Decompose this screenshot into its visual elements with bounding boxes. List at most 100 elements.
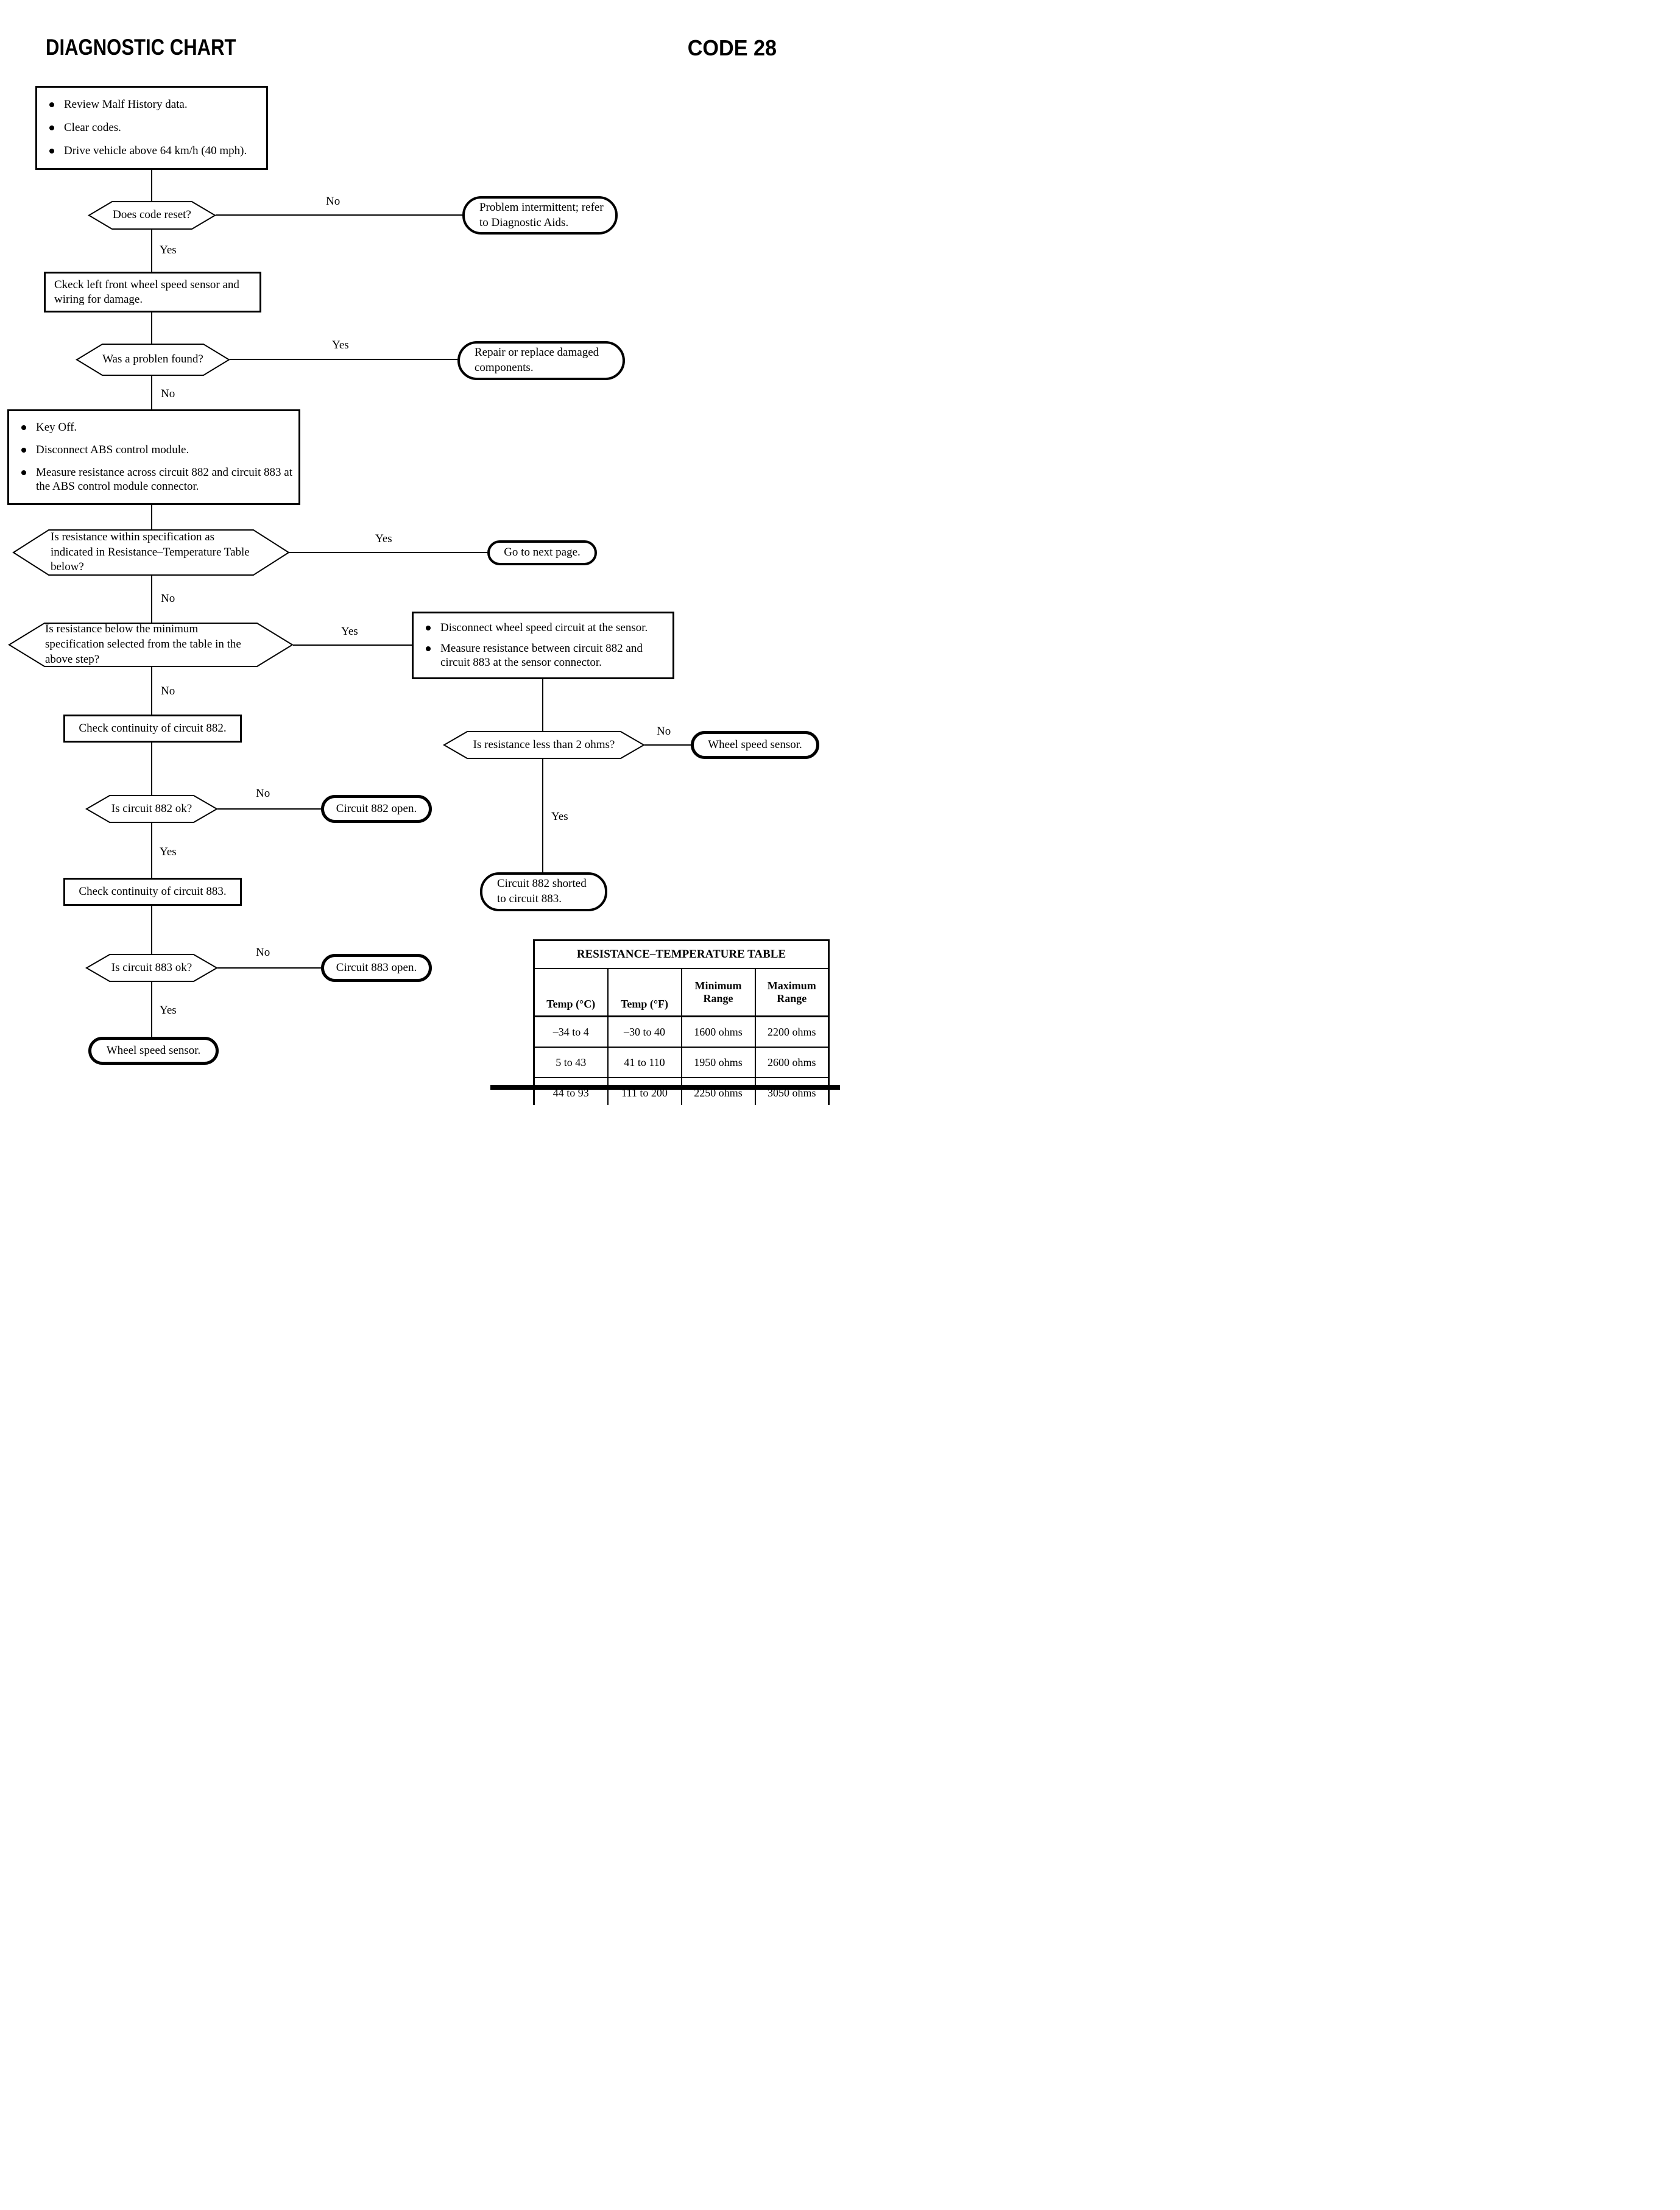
bullet-icon [21, 470, 26, 475]
sensor-step-1: Disconnect wheel speed circuit at the se… [422, 621, 668, 635]
edge-label-883ok-no: No [256, 946, 270, 959]
node-action-continuity-882: Check continuity of circuit 882. [63, 715, 242, 743]
edge-label-below-yes: Yes [341, 625, 358, 638]
node-terminal-go-next-page: Go to next page. [487, 540, 597, 565]
cell-temp-c: 5 to 43 [533, 1047, 609, 1078]
keyoff-step-3: Measure resistance across circuit 882 an… [18, 465, 294, 495]
edge-label-spec-yes: Yes [375, 532, 392, 545]
col-header-min-range: Minimum Range [680, 968, 756, 1017]
col-header-temp-c: Temp (°C) [533, 968, 609, 1017]
table-row: 5 to 43 41 to 110 1950 ohms 2600 ohms [533, 1047, 830, 1078]
connector-2ohms-yes [542, 759, 543, 872]
node-decision-problem-found: Was a problen found? [76, 344, 230, 376]
cell-min: 1600 ohms [680, 1015, 756, 1048]
edge-label-882ok-yes: Yes [160, 846, 177, 858]
node-terminal-882-shorted-883: Circuit 882 shorted to circuit 883. [480, 872, 607, 911]
decision-text: Is circuit 883 ok? [111, 961, 192, 974]
start-step-1-text: Review Malf History data. [64, 98, 188, 111]
connector-spec-no [151, 576, 152, 623]
hexagon-shape [85, 795, 218, 823]
connector-found-no [151, 376, 152, 409]
cell-max: 2600 ohms [754, 1047, 830, 1078]
start-step-3-text: Drive vehicle above 64 km/h (40 mph). [64, 144, 247, 158]
terminal-text: Repair or replace damaged components. [475, 346, 599, 374]
cell-min: 2250 ohms [680, 1077, 756, 1105]
edge-label-882ok-no: No [256, 787, 270, 800]
edge-label-below-no: No [161, 685, 175, 697]
connector-883ok-yes [151, 982, 152, 1037]
edge-label-883ok-yes: Yes [160, 1004, 177, 1017]
connector-882ok-yes [151, 823, 152, 878]
hexagon-shape [8, 623, 294, 667]
bullet-icon [426, 646, 431, 651]
keyoff-step-3-text: Measure resistance across circuit 882 an… [36, 465, 293, 493]
keyoff-step-1: Key Off. [18, 420, 294, 435]
hexagon-shape [76, 344, 230, 376]
edge-label-found-yes: Yes [332, 339, 349, 351]
start-step-2: Clear codes. [46, 121, 261, 135]
connector-found-yes [230, 359, 457, 360]
bullet-icon [49, 125, 54, 131]
cell-min: 1950 ohms [680, 1047, 756, 1078]
col-header-max-range: Maximum Range [754, 968, 830, 1017]
table-row: 44 to 93 111 to 200 2250 ohms 3050 ohms [533, 1077, 830, 1105]
terminal-text: Wheel speed sensor. [708, 738, 802, 751]
node-decision-below-minimum: Is resistance below the minimum specific… [8, 623, 294, 667]
bullet-icon [426, 625, 431, 630]
node-decision-does-code-reset: Does code reset? [88, 201, 216, 230]
connector-883ok-no [217, 967, 321, 969]
table-title: RESISTANCE–TEMPERATURE TABLE [533, 939, 830, 969]
table-row: –34 to 4 –30 to 40 1600 ohms 2200 ohms [533, 1015, 830, 1048]
sensor-step-2-text: Measure resistance between circuit 882 a… [440, 641, 643, 669]
cell-max: 2200 ohms [754, 1015, 830, 1048]
decision-text: Is resistance within specification as in… [51, 530, 250, 574]
sensor-step-1-text: Disconnect wheel speed circuit at the se… [440, 621, 648, 634]
action-text: Ckeck left front wheel speed sensor and … [54, 278, 239, 306]
connector-below-no [151, 667, 152, 715]
node-action-continuity-883: Check continuity of circuit 883. [63, 878, 242, 906]
edge-label-found-no: No [161, 387, 175, 400]
hexagon-shape [85, 954, 218, 982]
node-decision-resistance-in-spec: Is resistance within specification as in… [12, 529, 290, 576]
node-decision-circuit-883-ok: Is circuit 883 ok? [85, 954, 218, 982]
decision-text: Is circuit 882 ok? [111, 802, 192, 815]
page-title: DIAGNOSTIC CHART [46, 35, 236, 60]
keyoff-step-2-text: Disconnect ABS control module. [36, 443, 189, 456]
table-header-row: Temp (°C) Temp (°F) Minimum Range Maximu… [533, 968, 830, 1017]
hexagon-shape [12, 529, 290, 576]
cell-temp-f: –30 to 40 [607, 1015, 682, 1048]
terminal-text: Go to next page. [504, 546, 581, 559]
cell-temp-f: 41 to 110 [607, 1047, 682, 1078]
edge-label-2ohms-yes: Yes [551, 810, 568, 823]
terminal-text: Circuit 883 open. [336, 961, 417, 974]
connector-keyoff-to-spec [151, 505, 152, 529]
connector-spec-yes [289, 552, 487, 553]
terminal-text: Wheel speed sensor. [106, 1043, 201, 1057]
node-decision-circuit-882-ok: Is circuit 882 ok? [85, 795, 218, 823]
terminal-text: Circuit 882 shorted to circuit 883. [497, 877, 587, 905]
resistance-temperature-table: RESISTANCE–TEMPERATURE TABLE Temp (°C) T… [533, 939, 830, 1105]
cell-temp-c: 44 to 93 [533, 1077, 609, 1105]
connector-882ok-no [217, 808, 321, 810]
node-action-check-sensor-wiring: Ckeck left front wheel speed sensor and … [44, 272, 261, 312]
edge-label-reset-no: No [326, 195, 341, 208]
connector-check-to-found [151, 312, 152, 344]
connector-882box-to-882ok [151, 743, 152, 795]
action-text: Check continuity of circuit 883. [79, 885, 227, 898]
connector-883box-to-883ok [151, 906, 152, 954]
sensor-step-2: Measure resistance between circuit 882 a… [422, 641, 668, 671]
bullet-icon [21, 425, 26, 430]
scan-artifact-strip [490, 1085, 840, 1090]
decision-text: Is resistance less than 2 ohms? [473, 738, 615, 751]
diagnostic-chart-page: DIAGNOSTIC CHART CODE 28 Review Malf His… [0, 0, 840, 1105]
node-start-action-box: Review Malf History data. Clear codes. D… [35, 86, 268, 170]
connector-sensorbox-to-2ohms [542, 679, 543, 731]
edge-label-reset-yes: Yes [160, 244, 177, 256]
node-terminal-wheel-speed-sensor-bottom: Wheel speed sensor. [88, 1037, 219, 1065]
start-step-1: Review Malf History data. [46, 97, 261, 112]
bullet-icon [49, 102, 54, 108]
connector-start-to-reset [151, 170, 152, 201]
node-terminal-circuit-882-open: Circuit 882 open. [321, 795, 432, 823]
connector-reset-yes [151, 230, 152, 272]
bullet-icon [49, 149, 54, 154]
